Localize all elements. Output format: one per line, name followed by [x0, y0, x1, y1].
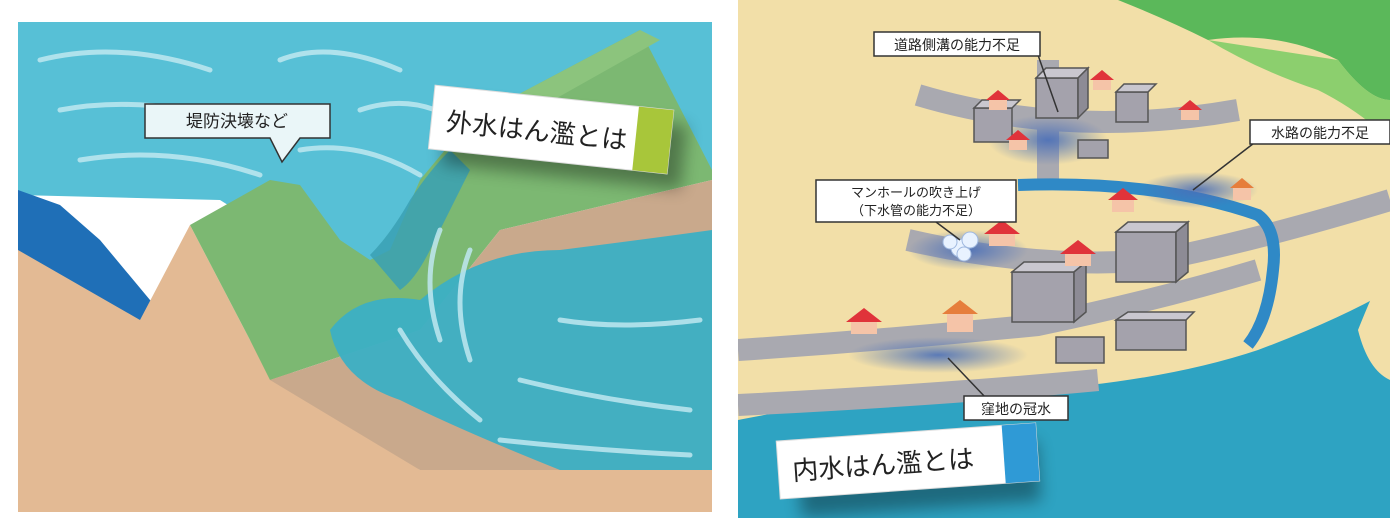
callout-manhole-text-1: マンホールの吹き上げ — [851, 186, 981, 201]
waterway — [1017, 178, 1280, 349]
internal-flood-illustration: 道路側溝の能力不足 水路の能力不足 マンホールの吹き上げ （下水管の能力不足） … — [738, 0, 1390, 518]
callout-road-ditch-text: 道路側溝の能力不足 — [894, 38, 1020, 54]
callout-lowland-text: 窪地の冠水 — [981, 401, 1051, 418]
title-card-external: 外水はん濫とは — [427, 84, 688, 190]
callout-waterway: 水路の能力不足 — [1192, 119, 1390, 191]
houses — [846, 70, 1254, 334]
callout-road-ditch: 道路側溝の能力不足 — [873, 31, 1059, 113]
internal-flood-diagram: 道路側溝の能力不足 水路の能力不足 マンホールの吹き上げ （下水管の能力不足） … — [738, 0, 1390, 518]
callout-waterway-text: 水路の能力不足 — [1271, 126, 1369, 142]
flood-water — [330, 230, 712, 470]
callout-manhole: マンホールの吹き上げ （下水管の能力不足） — [815, 179, 1017, 241]
hill — [1118, 0, 1390, 100]
breach-flow — [370, 150, 470, 290]
soil-cross-section — [18, 225, 712, 512]
waterway-flood-pool — [1138, 172, 1258, 208]
callout-manhole-text-2: （下水管の能力不足） — [851, 204, 981, 219]
manhole-spray — [942, 231, 979, 262]
title-accent-blue — [1001, 423, 1040, 484]
external-flood-illustration: 堤防決壊など 外水はん濫とは — [18, 22, 712, 512]
external-flood-diagram: 堤防決壊など 外水はん濫とは — [18, 22, 712, 512]
callout-levee-breach: 堤防決壊など — [144, 103, 331, 164]
title-accent-green — [632, 106, 674, 174]
callout-lowland: 窪地の冠水 — [947, 357, 1069, 421]
callout-levee-breach-text: 堤防決壊など — [186, 112, 288, 132]
title-card-internal: 内水はん濫とは — [775, 422, 1042, 518]
buildings — [972, 66, 1196, 364]
lowland-flood-pool — [848, 337, 1028, 373]
